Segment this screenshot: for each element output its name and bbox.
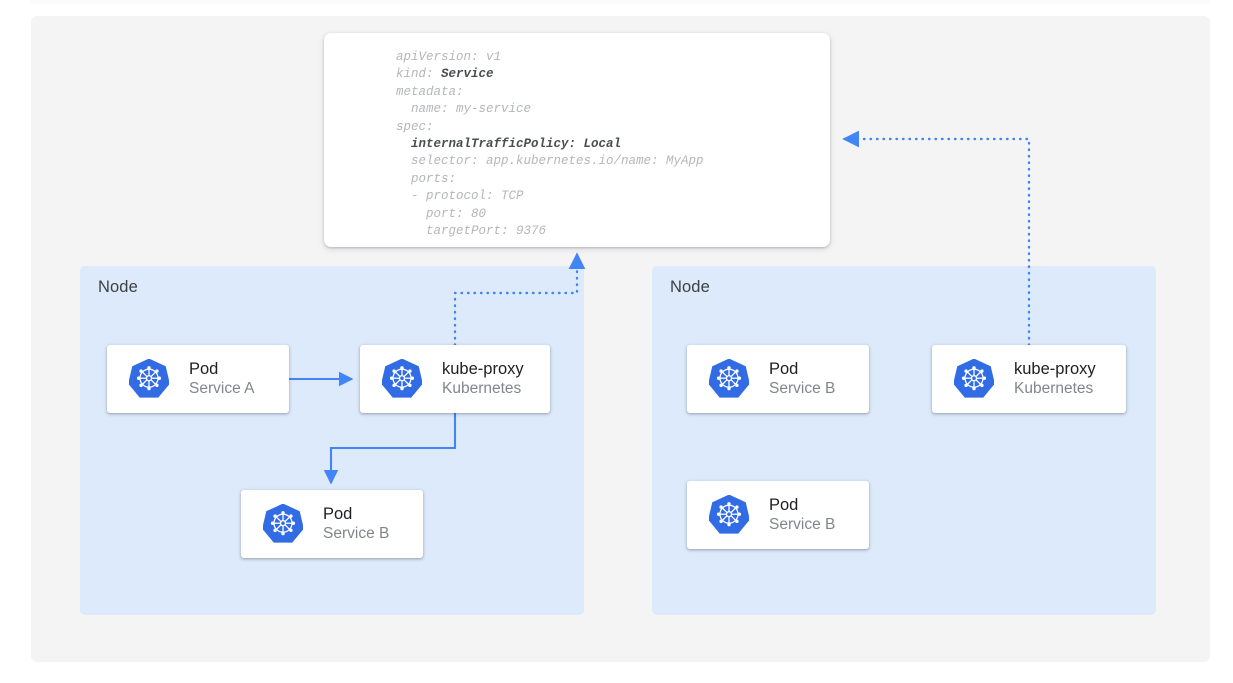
- card-text: Pod Service B: [769, 495, 835, 535]
- card-subtitle: Service B: [769, 516, 836, 534]
- card-subtitle: Kubernetes: [442, 380, 522, 398]
- manifest-line: selector: app.kubernetes.io/name: MyApp: [396, 153, 704, 170]
- manifest-line-text: targetPort: 9376: [396, 224, 547, 239]
- card-kube-proxy-left[interactable]: kube-proxy Kubernetes: [360, 345, 550, 413]
- manifest-line: ports:: [396, 171, 704, 188]
- card-text: kube-proxy Kubernetes: [1014, 359, 1096, 399]
- manifest-line-text: [396, 137, 411, 151]
- manifest-line-text: ports:: [396, 171, 457, 186]
- node-label-left: Node: [98, 278, 138, 296]
- kubernetes-logo-icon: [709, 495, 749, 534]
- manifest-line-text: kind:: [396, 67, 442, 82]
- kubernetes-logo-icon: [954, 359, 994, 398]
- card-text: Pod Service B: [769, 359, 835, 399]
- card-subtitle: Kubernetes: [1014, 380, 1094, 398]
- kubernetes-logo-icon: [129, 359, 169, 398]
- card-title: Pod: [769, 495, 799, 514]
- manifest-line: port: 80: [396, 206, 704, 223]
- kubernetes-logo-icon: [382, 359, 422, 398]
- card-subtitle: Service B: [769, 380, 836, 398]
- node-zone-left: Node: [80, 266, 584, 615]
- manifest-line-highlight: Service: [441, 67, 494, 82]
- card-title: kube-proxy: [1014, 359, 1096, 378]
- card-title: Pod: [189, 359, 219, 378]
- manifest-line: metadata:: [396, 84, 704, 101]
- card-title: kube-proxy: [442, 359, 524, 378]
- manifest-line-highlight: internalTrafficPolicy: Local: [411, 137, 622, 152]
- manifest-line-text: selector: app.kubernetes.io/name: MyApp: [396, 154, 704, 169]
- manifest-line: kind: Service: [396, 66, 704, 83]
- card-pod-service-a[interactable]: Pod Service A: [107, 345, 289, 413]
- manifest-line: - protocol: TCP: [396, 188, 704, 205]
- card-pod-service-b-right-2[interactable]: Pod Service B: [687, 481, 869, 549]
- card-text: Pod Service A: [189, 359, 254, 399]
- manifest-line: name: my-service: [396, 101, 704, 118]
- manifest-line-text: metadata:: [396, 84, 464, 99]
- manifest-line-text: apiVersion: v1: [396, 50, 502, 64]
- card-text: kube-proxy Kubernetes: [442, 359, 524, 399]
- node-zone-right: Node: [652, 266, 1156, 615]
- card-text: Pod Service B: [323, 504, 389, 544]
- manifest-line-text: - protocol: TCP: [396, 189, 524, 204]
- card-subtitle: Service B: [323, 525, 390, 543]
- top-hairline: [30, 0, 1210, 4]
- card-subtitle: Service A: [189, 380, 255, 398]
- node-label-right: Node: [670, 278, 710, 296]
- kubernetes-logo-icon: [709, 359, 749, 398]
- manifest-line: internalTrafficPolicy: Local: [396, 136, 704, 153]
- manifest-line-text: name: my-service: [396, 102, 532, 117]
- manifest-line: targetPort: 9376: [396, 223, 704, 240]
- kubernetes-logo-icon: [263, 504, 303, 543]
- manifest-line-text: port: 80: [396, 206, 487, 221]
- manifest-line-text: spec:: [396, 119, 434, 134]
- card-pod-service-b-left[interactable]: Pod Service B: [241, 490, 423, 558]
- card-title: Pod: [769, 359, 799, 378]
- card-kube-proxy-right[interactable]: kube-proxy Kubernetes: [932, 345, 1126, 413]
- manifest-line: apiVersion: v1: [396, 49, 704, 66]
- manifest-line: spec:: [396, 119, 704, 136]
- card-pod-service-b-right-1[interactable]: Pod Service B: [687, 345, 869, 413]
- card-title: Pod: [323, 504, 353, 523]
